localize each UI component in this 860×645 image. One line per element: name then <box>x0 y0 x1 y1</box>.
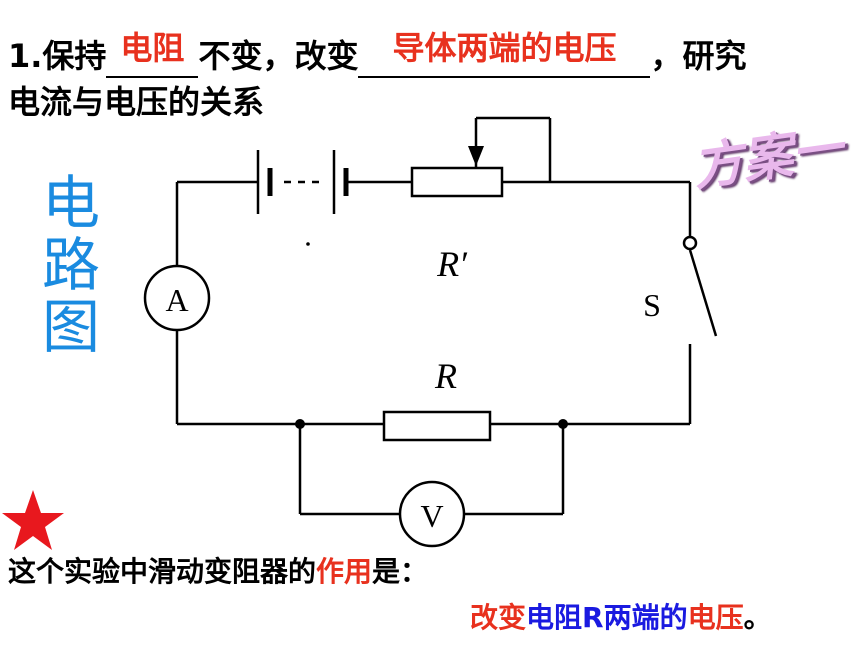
blank-2: 导体两端的电压 <box>358 29 651 78</box>
question-part-1: 1.保持 <box>8 37 107 75</box>
ammeter-label: A <box>165 282 188 318</box>
question-line-2: 电流与电压的关系 <box>8 83 265 121</box>
junction-right <box>558 419 568 429</box>
bottom-line-1: 这个实验中滑动变阻器的作用是： <box>8 550 428 590</box>
switch-contact <box>682 235 698 251</box>
bottom-line-2: 改变电阻R两端的电压。 <box>470 596 772 636</box>
bottom-line-1-a: 这个实验中滑动变阻器的 <box>8 555 317 588</box>
side-label-char-2: 路 <box>41 231 100 299</box>
question-line-1: 1.保持电阻 不变，改变导体两端的电压 ，研究 <box>8 29 747 78</box>
bottom-line-2-b: 电阻R两端的 <box>526 601 688 634</box>
rheostat <box>410 166 504 198</box>
stray-dot <box>306 242 310 246</box>
side-label-char-3: 图 <box>41 293 100 361</box>
resistor-label: R <box>434 356 457 396</box>
question-part-2: 不变，改变 <box>198 37 359 75</box>
question-part-3: ，研究 <box>650 37 747 75</box>
bottom-line-2-d: 。 <box>743 601 772 634</box>
switch-label: S <box>643 287 661 323</box>
resistor <box>382 410 492 442</box>
voltmeter-label: V <box>420 498 443 534</box>
bottom-line-1-c: 是： <box>372 555 429 588</box>
junction-left <box>295 419 305 429</box>
blank-1-answer: 电阻 <box>120 29 185 67</box>
rheostat-slider-arrow <box>468 146 484 166</box>
switch-blade <box>688 249 718 337</box>
bottom-line-2-a: 改变 <box>470 601 527 634</box>
rheostat-label: R′ <box>436 244 468 284</box>
side-label-char-1: 电 <box>41 169 100 237</box>
blank-2-answer: 导体两端的电压 <box>392 29 617 67</box>
blank-1: 电阻 <box>106 29 199 78</box>
bottom-line-2-c: 电压 <box>687 601 744 634</box>
star-icon <box>2 490 64 550</box>
bottom-line-1-b: 作用 <box>316 555 373 588</box>
side-label: 电 路 图 <box>40 172 102 358</box>
